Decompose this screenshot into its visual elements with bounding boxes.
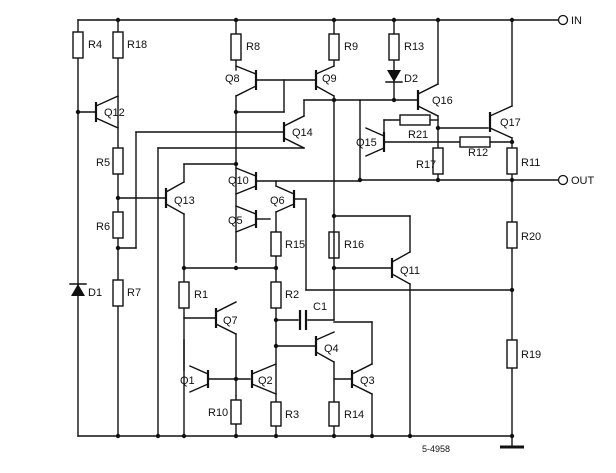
label-q3: Q3	[360, 375, 375, 387]
transistor-q3	[350, 363, 373, 395]
transistor-q11	[390, 251, 411, 285]
transistor-q4	[314, 331, 335, 363]
resistor-r7	[112, 279, 124, 307]
resistor-r3	[270, 401, 282, 427]
resistor-r17	[432, 147, 444, 175]
resistor-r18	[112, 31, 124, 59]
label-q5: Q5	[228, 215, 243, 227]
resistor-r15	[270, 231, 282, 257]
resistor-r11	[506, 147, 518, 175]
label-q9: Q9	[322, 73, 337, 85]
diode-d1	[69, 283, 87, 296]
label-r9: R9	[344, 41, 358, 53]
transistor-q17	[488, 105, 513, 139]
label-r14: R14	[344, 409, 364, 421]
transistor-q14	[282, 115, 305, 149]
label-r19: R19	[521, 349, 541, 361]
resistor-r2	[270, 281, 282, 309]
label-q15: Q15	[356, 137, 377, 149]
label-q13: Q13	[174, 195, 195, 207]
label-r17: R17	[416, 159, 436, 171]
drawing-code: 5-4958	[422, 444, 450, 454]
label-r12: R12	[468, 147, 488, 159]
transistor-q9	[314, 65, 335, 97]
resistor-r10	[230, 399, 242, 425]
label-d2: D2	[404, 73, 418, 85]
label-c1: C1	[313, 301, 327, 313]
diode-d2	[385, 70, 403, 83]
resistor-r9	[328, 33, 340, 61]
terminal-out: OUT	[557, 174, 595, 187]
label-q8: Q8	[225, 73, 240, 85]
label-r10: R10	[208, 407, 228, 419]
resistor-r8	[230, 33, 242, 61]
resistor-r14	[328, 401, 340, 427]
label-r2: R2	[285, 289, 299, 301]
label-r11: R11	[521, 157, 540, 169]
resistor-r6	[112, 211, 124, 239]
label-r5: R5	[96, 157, 110, 169]
label-q10: Q10	[228, 175, 249, 187]
transistor-q2	[250, 363, 277, 395]
resistor-r5	[112, 147, 124, 175]
label-r15: R15	[285, 239, 305, 251]
transistor-q16	[416, 83, 439, 117]
resistor-r20	[506, 221, 518, 249]
resistor-r19	[506, 339, 518, 369]
terminal-in-label: IN	[571, 15, 582, 27]
label-r16: R16	[344, 239, 364, 251]
label-q12: Q12	[104, 107, 125, 119]
label-r18: R18	[127, 39, 147, 51]
ground-rail	[77, 435, 524, 449]
terminal-out-label: OUT	[571, 175, 595, 187]
resistor-r21	[399, 114, 431, 126]
resistor-r12	[459, 136, 491, 148]
resistor-r4	[72, 31, 84, 59]
label-d1: D1	[88, 287, 102, 299]
transistor-q13	[164, 181, 185, 215]
terminal-in: IN	[557, 14, 582, 27]
label-r4: R4	[88, 39, 102, 51]
resistor-r13	[388, 33, 400, 61]
label-q14: Q14	[292, 127, 313, 139]
label-r6: R6	[96, 221, 110, 233]
label-q7: Q7	[223, 315, 238, 327]
label-r7: R7	[127, 287, 141, 299]
label-q4: Q4	[324, 343, 339, 355]
label-q11: Q11	[400, 265, 420, 277]
label-q1: Q1	[180, 375, 195, 387]
label-r21: R21	[408, 129, 428, 141]
label-r1: R1	[194, 289, 208, 301]
label-r20: R20	[521, 231, 541, 243]
label-r8: R8	[246, 41, 260, 53]
capacitor-c1	[298, 310, 308, 330]
transistor-q12	[94, 95, 119, 129]
label-q2: Q2	[258, 375, 273, 387]
label-q17: Q17	[500, 117, 521, 129]
label-r13: R13	[404, 41, 424, 53]
label-q16: Q16	[432, 95, 453, 107]
label-r3: R3	[285, 409, 299, 421]
transistor-q7	[214, 301, 237, 335]
resistor-r1	[178, 281, 190, 309]
label-q6: Q6	[270, 195, 285, 207]
